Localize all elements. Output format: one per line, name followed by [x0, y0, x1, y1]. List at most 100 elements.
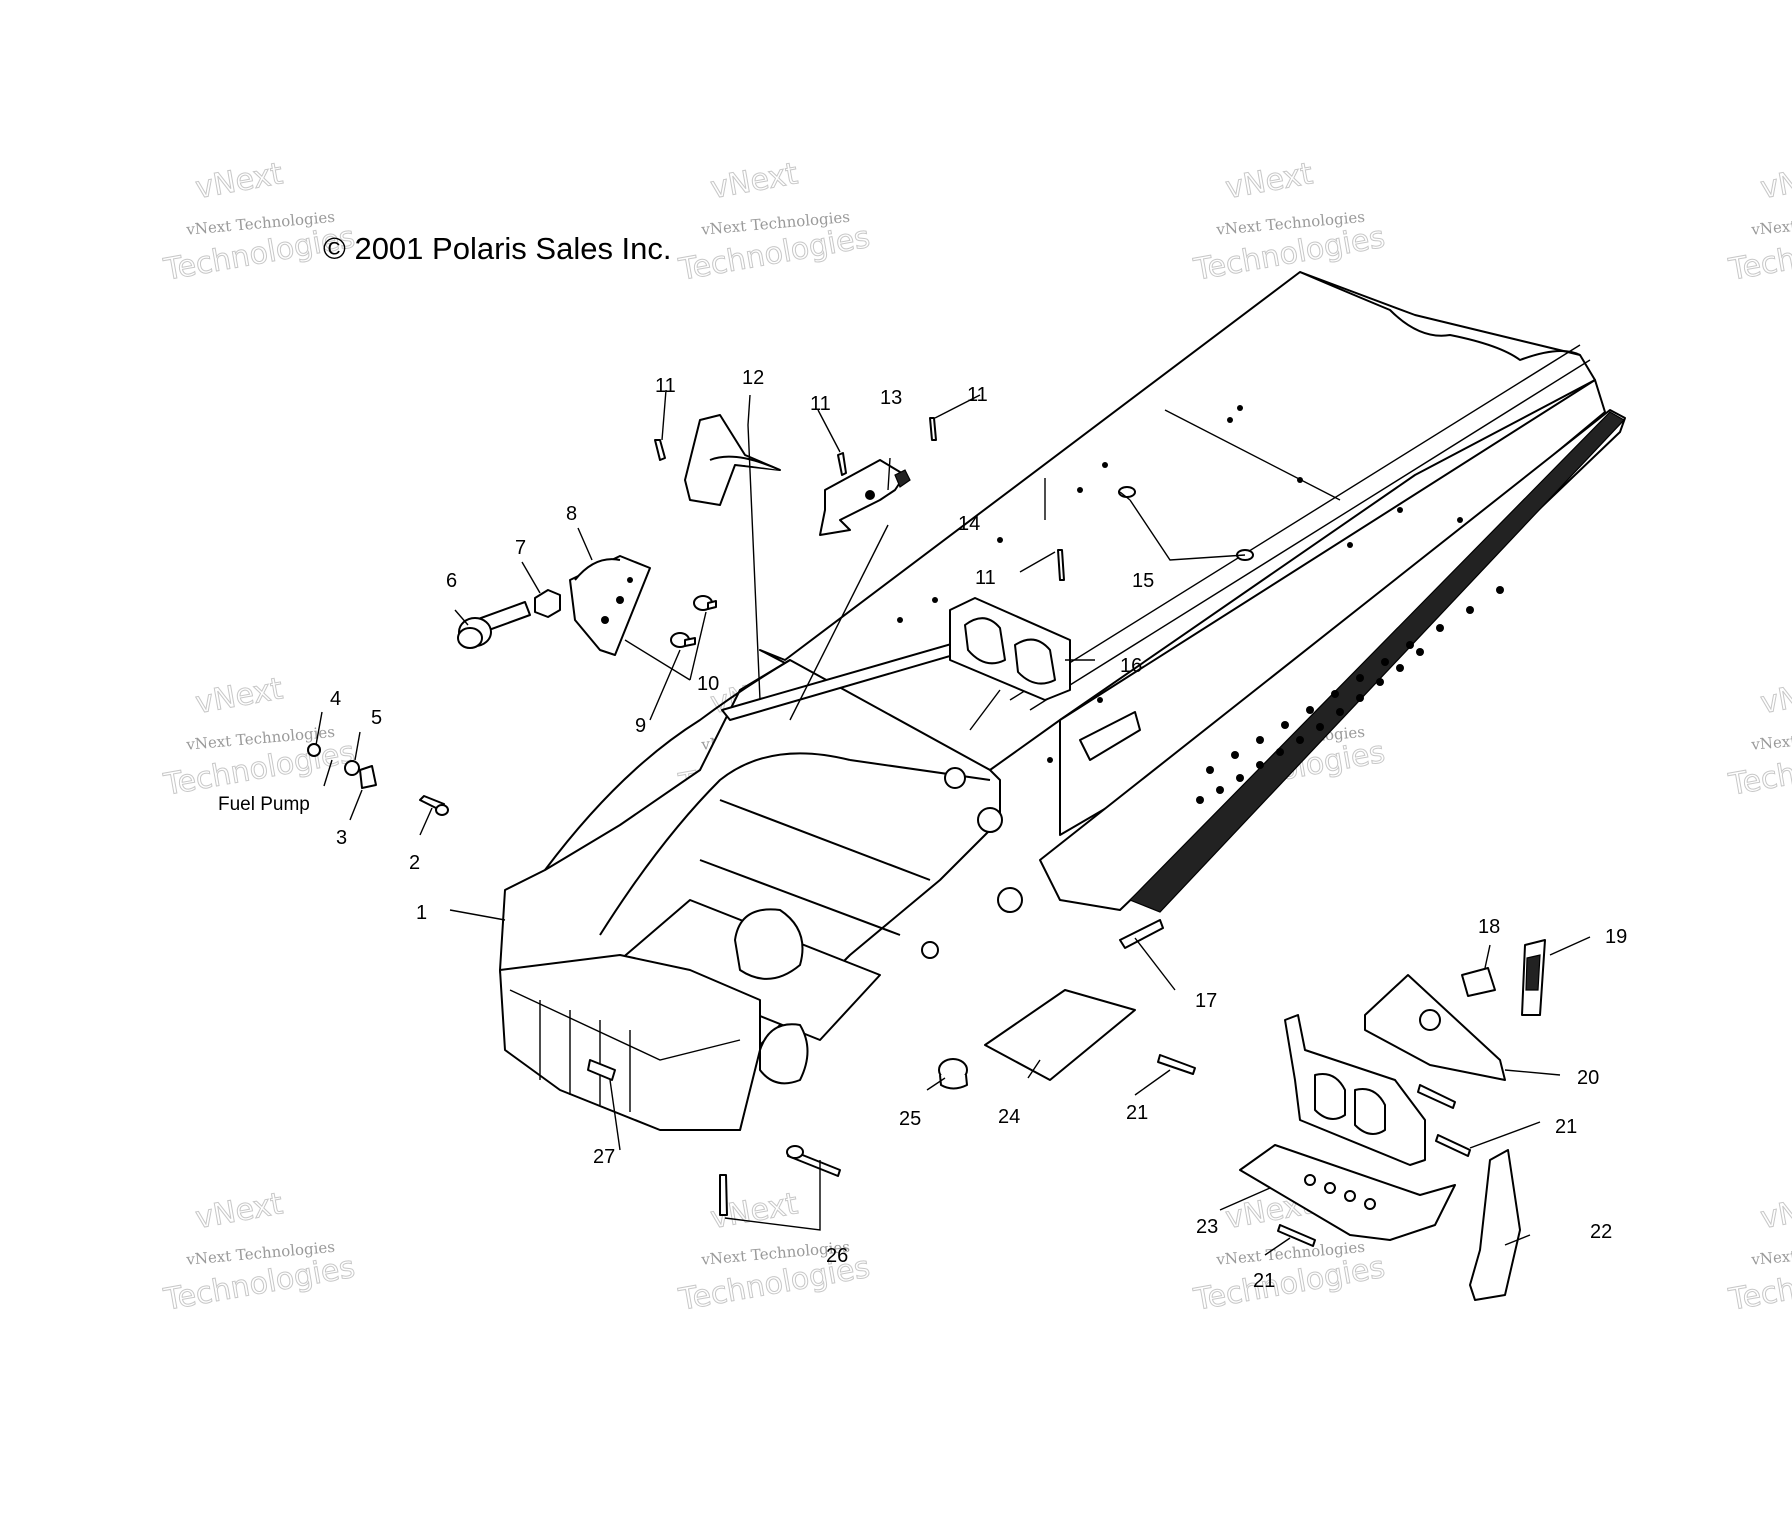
side-hole	[977, 807, 1003, 833]
watermark-mid-edge: vNext vNext Technologies Technologies	[1725, 671, 1792, 804]
running-board-tread	[1128, 411, 1625, 913]
screw-11-d	[1057, 549, 1065, 581]
bolt-6	[457, 601, 531, 649]
callout-15: 15	[1132, 570, 1154, 592]
callout-21-b: 21	[1555, 1116, 1577, 1138]
washer-5	[344, 760, 360, 776]
callout-27: 27	[593, 1146, 615, 1168]
bracket-12	[684, 414, 781, 506]
callout-24: 24	[998, 1106, 1020, 1128]
clip-3	[359, 765, 377, 789]
running-board-holes	[1196, 586, 1504, 804]
nut-7	[534, 589, 561, 618]
screw-10	[693, 595, 717, 611]
tunnel-torn-edge	[1299, 271, 1581, 361]
svg-text:vNext: vNext	[708, 156, 801, 206]
tunnel-brace	[1079, 711, 1141, 761]
callout-23: 23	[1196, 1216, 1218, 1238]
callout-5: 5	[371, 707, 382, 729]
chassis-frame	[499, 271, 1626, 1131]
screw-11-c	[929, 417, 937, 441]
bracket-23	[1239, 1144, 1456, 1241]
callout-11-c: 11	[967, 384, 988, 406]
svg-text:vNext: vNext	[193, 1186, 286, 1236]
callout-25: 25	[899, 1108, 921, 1130]
callout-2: 2	[409, 852, 420, 874]
copyright-title: © 2001 Polaris Sales Inc.	[323, 231, 672, 266]
callout-17: 17	[1195, 990, 1217, 1012]
watermark-top-edge: vNext vNext Technologies Technologies	[1725, 156, 1792, 289]
svg-text:vNext: vNext	[1758, 671, 1792, 721]
side-hole	[944, 767, 966, 789]
callout-8: 8	[566, 503, 577, 525]
bumper-18	[1461, 967, 1496, 997]
callout-20: 20	[1577, 1067, 1599, 1089]
callout-18: 18	[1478, 916, 1500, 938]
callout-13: 13	[880, 387, 902, 409]
watermark-top-center: vNext vNext Technologies Technologies	[675, 156, 873, 289]
callout-9: 9	[635, 715, 646, 737]
callout-14: 14	[958, 513, 980, 535]
callout-22: 22	[1590, 1221, 1612, 1243]
side-hole	[997, 887, 1023, 913]
callout-21-c: 21	[1253, 1270, 1275, 1292]
svg-text:vNext: vNext	[193, 671, 286, 721]
callout-10: 10	[697, 673, 719, 695]
side-hole	[759, 1023, 809, 1085]
plate-24	[984, 989, 1136, 1081]
mount-plate-8	[569, 555, 651, 656]
callout-21-a: 21	[1126, 1102, 1148, 1124]
washer-4	[307, 743, 321, 757]
running-board	[1039, 409, 1626, 911]
bolt-21-d	[1417, 1084, 1456, 1109]
callout-1: 1	[416, 902, 427, 924]
callout-11-b: 11	[810, 393, 831, 415]
screw-11-a	[654, 439, 666, 461]
callout-4: 4	[330, 688, 341, 710]
svg-text:vNext Technologies: vNext Technologies	[1750, 723, 1792, 754]
screw-11-b	[837, 452, 847, 476]
callout-7: 7	[515, 537, 526, 559]
svg-text:vNext: vNext	[1758, 156, 1792, 206]
svg-text:vNext: vNext	[193, 156, 286, 206]
watermark-top-right: vNext vNext Technologies Technologies	[1190, 156, 1388, 289]
watermark-mid-left: vNext vNext Technologies Technologies	[160, 671, 358, 804]
rod-17	[1119, 919, 1164, 949]
callout-6: 6	[446, 570, 457, 592]
callout-26: 26	[826, 1245, 848, 1267]
heat-exchanger-20	[1364, 974, 1506, 1081]
rivet-26-a	[719, 1174, 728, 1216]
tunnel-rivets	[897, 405, 1463, 763]
watermark-bottom-edge: vNext vNext Technologies Technologies	[1725, 1186, 1792, 1319]
callout-11-d: 11	[975, 567, 996, 589]
bolt-21-a	[1157, 1054, 1196, 1075]
watermark-bottom-left: vNext vNext Technologies Technologies	[160, 1186, 358, 1319]
bracket-assembly-21	[1284, 1014, 1426, 1166]
bolt-27	[587, 1059, 616, 1081]
oval-hole	[1118, 486, 1136, 498]
bracket-13	[819, 459, 911, 536]
svg-text:vNext Technologies: vNext Technologies	[1750, 1238, 1792, 1269]
svg-text:vNext Technologies: vNext Technologies	[1750, 208, 1792, 239]
watermark-top-left: vNext vNext Technologies Technologies	[160, 156, 358, 289]
screw-9	[670, 632, 696, 648]
side-hole	[921, 941, 939, 959]
guard-22	[1469, 1149, 1521, 1301]
callout-3: 3	[336, 827, 347, 849]
callout-19: 19	[1605, 926, 1627, 948]
callouts: 1 2 3 4 5 6 7 8 9 10 11 11 11 11 12 13 1…	[330, 367, 1627, 1292]
mount-plate-16	[949, 597, 1071, 701]
plug-25	[938, 1058, 968, 1090]
callout-16: 16	[1120, 655, 1142, 677]
leader-lines	[315, 389, 1591, 1256]
svg-text:vNext: vNext	[1223, 156, 1316, 206]
callout-12: 12	[742, 367, 764, 389]
bolt-21-c	[1277, 1224, 1316, 1247]
oval-opening	[734, 908, 804, 980]
bolt-21-b	[1435, 1134, 1471, 1157]
callout-11-a: 11	[655, 375, 676, 397]
fuel-pump-label: Fuel Pump	[218, 794, 310, 815]
svg-text:vNext: vNext	[1758, 1186, 1792, 1236]
strap-19	[1521, 939, 1546, 1016]
